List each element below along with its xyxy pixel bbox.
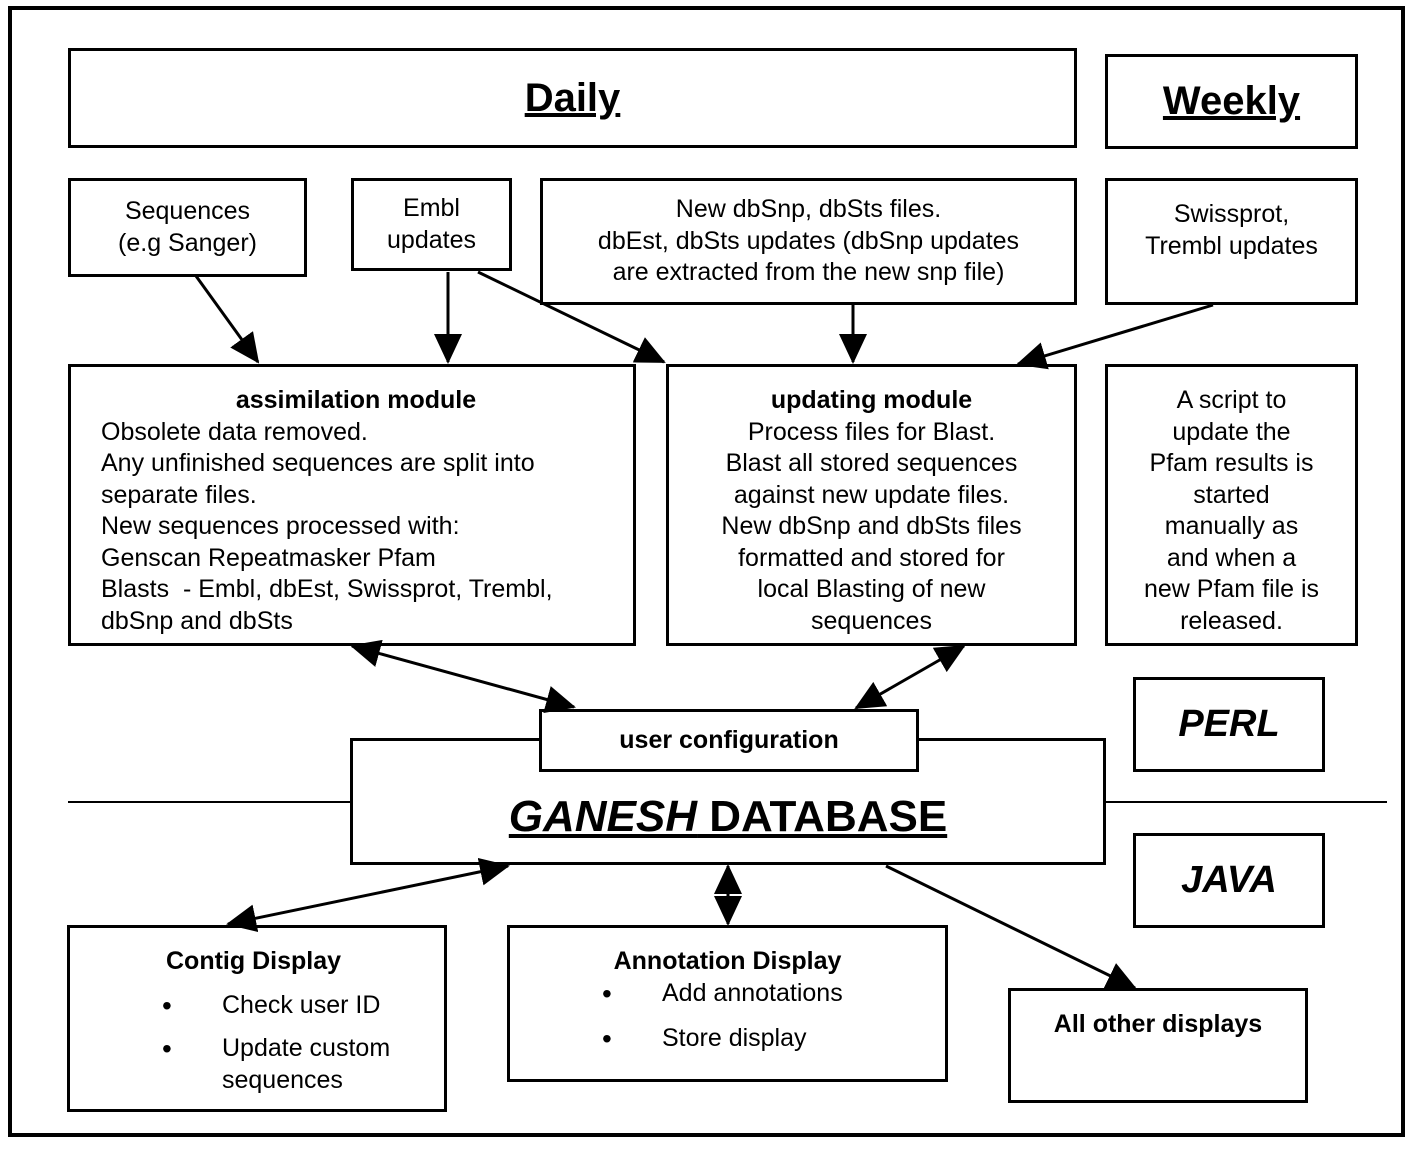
annotation-item-1: • Add annotations (510, 978, 945, 1010)
contig-item-2: • Update custom sequences (70, 1033, 444, 1096)
updating-line-4: New dbSnp and dbSts files (721, 512, 1022, 540)
daily-header: Daily (68, 48, 1077, 148)
updating-line-2: Blast all stored sequences (725, 449, 1018, 477)
dbsnp-line-3: are extracted from the new snp file) (612, 258, 1005, 287)
embl-source-box: Embl updates (351, 178, 512, 271)
dbsnp-source-box: New dbSnp, dbSts files. dbEst, dbSts upd… (540, 178, 1077, 305)
contig-item-2-line-1: Update custom (222, 1034, 391, 1062)
assimilation-line-5: Genscan Repeatmasker Pfam (101, 543, 436, 572)
assimilation-line-7: dbSnp and dbSts (101, 606, 293, 635)
perl-box: PERL (1133, 677, 1325, 772)
pfam-line-5: manually as (1164, 512, 1299, 540)
arrow-assimilation-userconfig (350, 639, 576, 714)
dbsnp-line-2: dbEst, dbSts updates (dbSnp updates (597, 226, 1020, 255)
all-other-displays-box: All other displays (1008, 988, 1308, 1103)
updating-title: updating module (770, 386, 973, 414)
updating-line-7: sequences (811, 606, 932, 635)
database-title: GANESH DATABASE (509, 792, 947, 842)
java-box: JAVA (1133, 833, 1325, 928)
pfam-line-3: Pfam results is (1149, 449, 1314, 477)
swissprot-source-box: Swissprot, Trembl updates (1105, 178, 1358, 305)
bullet: • (602, 1023, 612, 1054)
sequences-source-box: Sequences (e.g Sanger) (68, 178, 307, 277)
updating-line-5: formatted and stored for (738, 543, 1005, 572)
annotation-display-box: Annotation Display • Add annotations • S… (507, 925, 948, 1082)
pfam-line-4: started (1193, 480, 1270, 509)
assimilation-title: assimilation module (235, 386, 477, 414)
daily-label: Daily (524, 75, 621, 120)
bullet: • (602, 977, 612, 1009)
contig-display-title: Contig Display (166, 947, 342, 975)
pfam-line-2: update the (1172, 417, 1291, 446)
all-other-displays-label: All other displays (1053, 1010, 1263, 1038)
swissprot-line-2: Trembl updates (1145, 231, 1318, 260)
arrow-database-contig (226, 857, 510, 933)
perl-java-divider-right (1104, 801, 1387, 803)
sequences-line-1: Sequences (124, 197, 251, 225)
annotation-item-2-label: Store display (662, 1024, 807, 1052)
assimilation-line-1: Obsolete data removed. (101, 417, 368, 446)
pfam-script-box: A script to update the Pfam results is s… (1105, 364, 1358, 646)
embl-line-2: updates (387, 225, 476, 254)
assimilation-module-box: assimilation module Obsolete data remove… (68, 364, 636, 646)
arrow-sequences-to-assimilation (194, 275, 260, 364)
weekly-header: Weekly (1105, 54, 1358, 149)
database-title-rest: DATABASE (697, 791, 948, 841)
perl-label: PERL (1178, 703, 1280, 745)
dbsnp-line-1: New dbSnp, dbSts files. (675, 195, 942, 224)
annotation-item-2: • Store display (510, 1023, 945, 1055)
contig-item-1-line-1: Check user ID (222, 990, 381, 1019)
annotation-item-1-label: Add annotations (662, 978, 843, 1007)
user-configuration-box: user configuration (539, 709, 919, 772)
updating-module-box: updating module Process files for Blast.… (666, 364, 1077, 646)
embl-line-1: Embl (403, 194, 460, 222)
sequences-line-2: (e.g Sanger) (118, 228, 257, 257)
arrow-embl-to-updating (477, 270, 666, 364)
updating-line-6: local Blasting of new (757, 575, 986, 603)
pfam-line-6: and when a (1166, 543, 1297, 572)
perl-java-divider-left (68, 801, 352, 803)
pfam-line-8: released. (1180, 606, 1283, 635)
swissprot-line-1: Swissprot, (1173, 200, 1290, 228)
java-label: JAVA (1181, 859, 1277, 901)
updating-line-3: against new update files. (733, 480, 1010, 509)
annotation-display-title: Annotation Display (613, 947, 842, 975)
weekly-label: Weekly (1162, 79, 1301, 123)
contig-item-2-line-2: sequences (222, 1065, 343, 1094)
database-title-italic: GANESH (508, 791, 698, 841)
contig-item-1: • Check user ID (70, 990, 444, 1022)
arrow-updating-userconfig (854, 644, 966, 710)
assimilation-line-2: Any unfinished sequences are split into (101, 449, 535, 477)
arrow-database-other (885, 864, 1137, 990)
user-configuration-label: user configuration (619, 725, 839, 754)
assimilation-line-3: separate files. (101, 480, 257, 509)
arrow-swissprot-to-updating (1016, 303, 1214, 370)
bullet: • (162, 989, 172, 1021)
pfam-line-1: A script to (1176, 386, 1287, 414)
assimilation-line-6: Blasts - Embl, dbEst, Swissprot, Trembl, (101, 575, 553, 603)
pfam-line-7: new Pfam file is (1143, 575, 1320, 603)
outer-frame (8, 6, 1405, 1137)
bullet: • (162, 1033, 172, 1064)
assimilation-line-4: New sequences processed with: (101, 512, 460, 540)
contig-display-box: Contig Display • Check user ID • Update … (67, 925, 447, 1112)
updating-line-1: Process files for Blast. (747, 417, 996, 446)
